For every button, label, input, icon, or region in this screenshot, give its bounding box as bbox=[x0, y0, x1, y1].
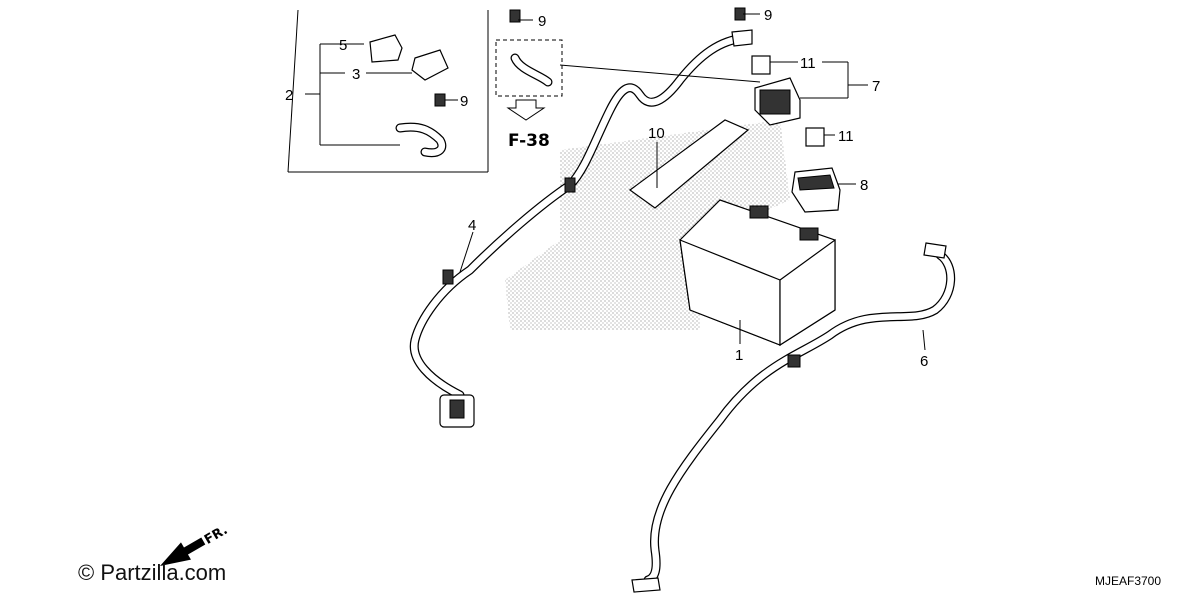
reference-label: F-38 bbox=[508, 131, 550, 151]
callout-8: 8 bbox=[860, 177, 868, 194]
callout-1: 1 bbox=[735, 347, 743, 364]
relay-assembly bbox=[751, 55, 825, 147]
diagram-code: MJEAF3700 bbox=[1095, 574, 1161, 588]
callout-9-cable: 9 bbox=[764, 7, 772, 24]
callout-11-lower: 11 bbox=[838, 128, 854, 145]
callout-7: 7 bbox=[872, 78, 880, 95]
front-label: FR. bbox=[202, 523, 230, 548]
cable-6 bbox=[631, 242, 956, 593]
inset-parts bbox=[369, 7, 746, 158]
leader-lines bbox=[305, 13, 926, 351]
battery-band bbox=[628, 119, 750, 209]
battery bbox=[679, 199, 836, 347]
front-arrow-icon bbox=[160, 537, 206, 566]
callout-6: 6 bbox=[920, 353, 928, 370]
callout-11-upper: 11 bbox=[800, 55, 816, 72]
callout-3: 3 bbox=[352, 66, 360, 83]
inset-box bbox=[287, 9, 489, 173]
callout-5: 5 bbox=[339, 37, 347, 54]
fuse-box-cover bbox=[791, 167, 841, 213]
callout-10: 10 bbox=[648, 125, 665, 142]
cable-4 bbox=[409, 29, 753, 428]
callout-9-inset: 9 bbox=[460, 93, 468, 110]
callout-9-reference: 9 bbox=[538, 13, 546, 30]
callout-4: 4 bbox=[468, 217, 476, 234]
down-arrow-icon bbox=[506, 99, 546, 121]
reference-box bbox=[495, 39, 563, 121]
callout-2: 2 bbox=[285, 87, 293, 104]
watermark: © Partzilla.com bbox=[78, 560, 226, 585]
